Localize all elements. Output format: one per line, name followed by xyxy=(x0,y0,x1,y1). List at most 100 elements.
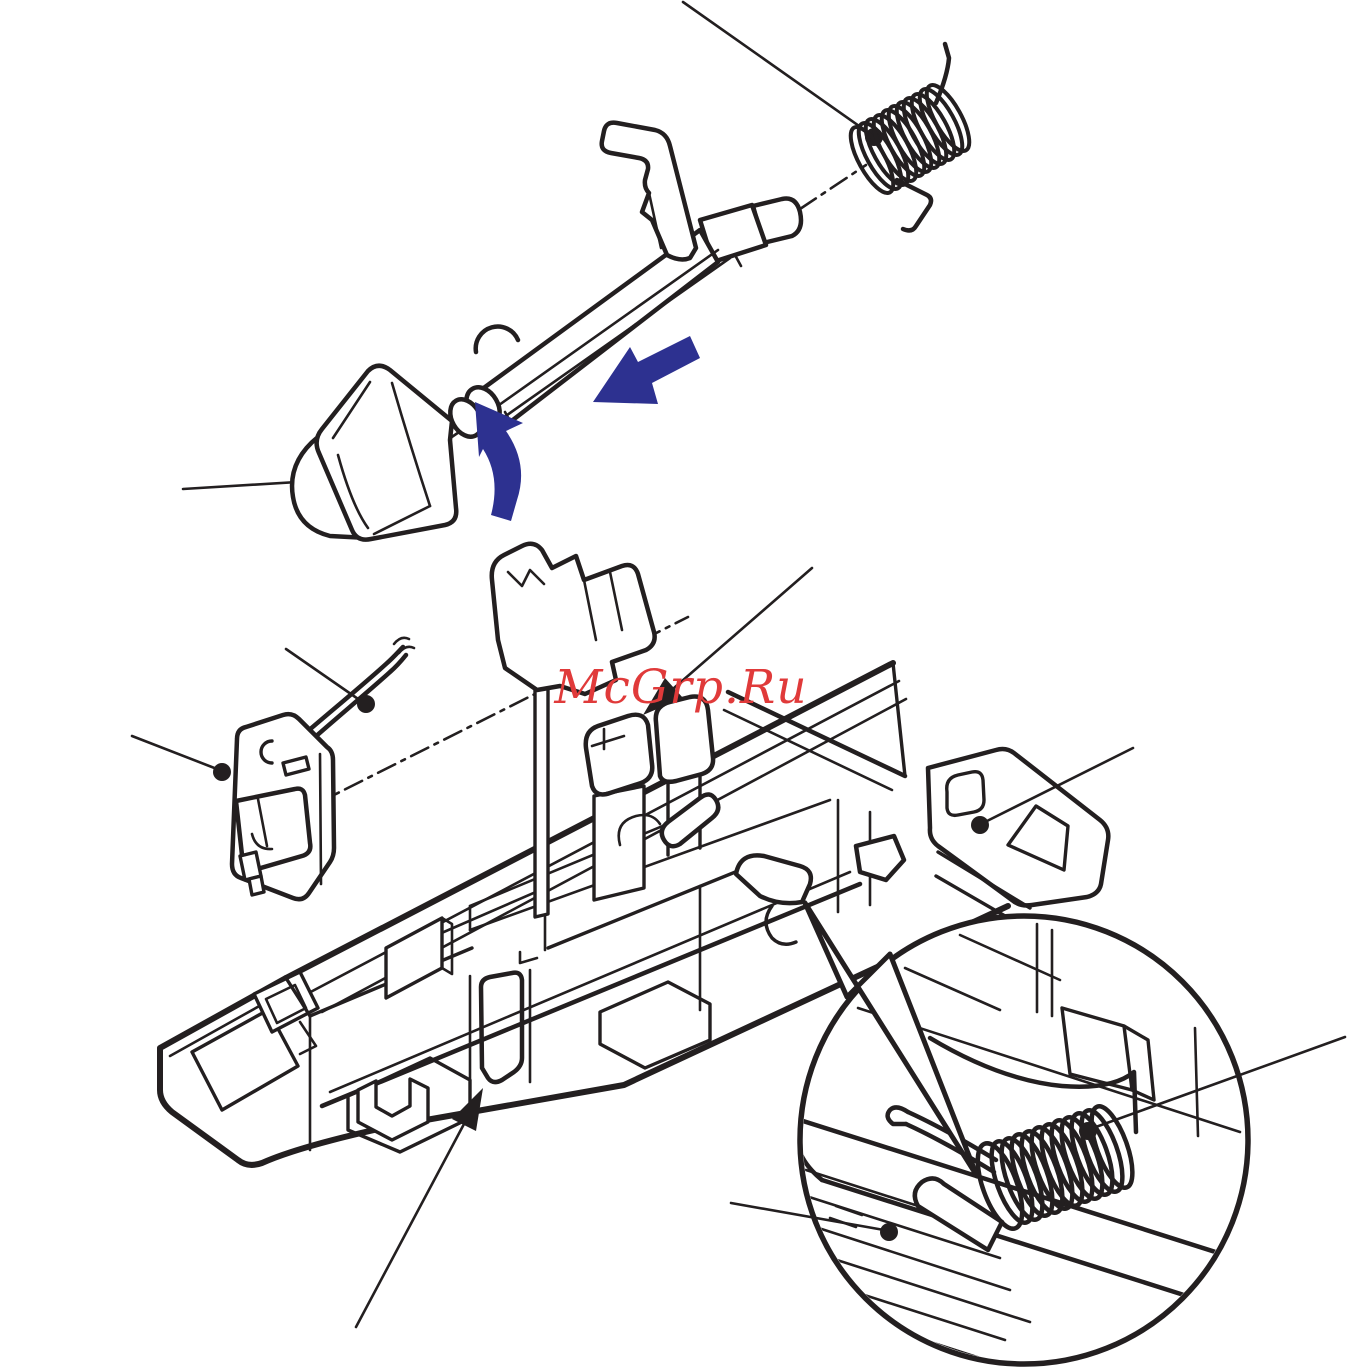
right-wall-ledge xyxy=(722,708,894,792)
shaft-end-stub xyxy=(750,196,804,246)
leader-line-sensor xyxy=(130,734,219,771)
sensor-unit-with-wire xyxy=(130,636,416,902)
shaft-spline-tick-1 xyxy=(733,253,743,268)
knob-inner-ridge-2 xyxy=(331,380,372,440)
spring-hook-top xyxy=(933,41,952,106)
deck-front-edge-2 xyxy=(328,870,852,1094)
rotate-direction-arrow xyxy=(475,402,523,521)
sensor-wire-2 xyxy=(303,652,409,748)
bracket-base-2 xyxy=(934,874,1014,922)
connector-inner-arc xyxy=(250,832,274,851)
hatch-tick-1 xyxy=(834,1204,864,1217)
shaft-spline-line-1 xyxy=(498,256,732,422)
spring-hook-bottom xyxy=(894,177,934,233)
shaft-collar-bump xyxy=(473,324,521,355)
detail-block-side xyxy=(1122,1024,1156,1102)
detail-hook-wall xyxy=(927,1035,1139,1135)
leader-dot-sensor xyxy=(213,763,231,781)
connector-inner-line xyxy=(256,797,269,848)
shaft-lever-arm xyxy=(599,120,699,262)
shaft-spline-line-2 xyxy=(490,248,720,412)
deck-tab-side xyxy=(440,916,454,976)
square-clip-tab xyxy=(298,1020,318,1056)
detail-frame-d3 xyxy=(958,933,1062,982)
knob-inner-ridge-3 xyxy=(336,453,370,530)
deck-line-2 xyxy=(428,886,547,940)
u-clip xyxy=(356,1077,430,1142)
leader-line-detail-guide xyxy=(729,1201,886,1232)
front-top-left xyxy=(284,976,312,1018)
red-cap-ridge-1 xyxy=(590,734,626,748)
capsule-pin xyxy=(659,792,721,849)
connector-pin-2 xyxy=(247,874,266,897)
beak-shape xyxy=(733,853,814,906)
sensor-wire xyxy=(298,644,406,740)
red-rubber-pad-group xyxy=(354,950,539,1329)
leader-dot-detail-spring xyxy=(1079,1122,1097,1140)
guide-surface-bottom xyxy=(819,1177,1245,1319)
guide-surface-cap xyxy=(803,1117,825,1183)
centerline-spring-axis xyxy=(798,163,868,211)
pad-notch xyxy=(518,950,539,965)
red-rubber-pad xyxy=(478,970,525,1085)
chassis-frame xyxy=(157,660,1011,1168)
detail-shaft xyxy=(912,1176,1005,1253)
lift-bracket-slot-1 xyxy=(582,578,598,642)
wire-break-tilde xyxy=(392,636,416,655)
right-guide-bracket xyxy=(925,746,1135,922)
chassis-outline xyxy=(157,903,1011,1168)
beak-block xyxy=(853,833,907,883)
lift-bracket-slot-2 xyxy=(608,570,624,632)
bracket-ear xyxy=(945,769,986,818)
leader-dot-detail-guide xyxy=(880,1223,898,1241)
leader-dot-wire xyxy=(357,695,375,713)
pad-arrowhead xyxy=(452,1088,483,1131)
chassis-back-rail xyxy=(283,660,896,981)
red-holder-cap xyxy=(583,712,655,797)
direction-arrows xyxy=(475,336,700,521)
lever-arm-inner-line xyxy=(647,191,663,250)
detail-view xyxy=(729,900,1347,1367)
cap-leader-line xyxy=(672,566,814,690)
hatch-3 xyxy=(810,1250,1032,1324)
chassis-back-corner xyxy=(891,661,907,778)
leader-line-detail-spring xyxy=(1091,1035,1347,1130)
cap-arrowhead xyxy=(643,678,683,715)
detail-spring-arm-2 xyxy=(903,1121,997,1175)
left-cap-window xyxy=(190,1008,300,1112)
scoop-arc xyxy=(617,813,662,847)
callout-leaders-top xyxy=(181,0,883,491)
detail-frame-d2 xyxy=(903,966,1002,1012)
detail-pointer-wedge xyxy=(802,900,980,1179)
leader-line-spring xyxy=(681,0,871,135)
sensor-hole-slot xyxy=(281,755,311,777)
lift-bracket-zigzag xyxy=(506,568,546,588)
pad-arrow-line xyxy=(354,1122,466,1329)
watermark-text: McGrp.Ru xyxy=(553,660,807,715)
deck-tab xyxy=(384,916,444,1000)
front-recess-2 xyxy=(598,980,712,1070)
lever-knob-cam xyxy=(289,363,484,542)
deck-front-edge xyxy=(319,881,863,1109)
detail-spring-hook xyxy=(885,1105,911,1127)
knob-inner-ridge-1 xyxy=(390,381,432,508)
deck-line-3 xyxy=(468,798,832,932)
insert-direction-arrow xyxy=(593,336,700,404)
front-notch-arc xyxy=(764,904,798,946)
bracket-base-1 xyxy=(936,850,1032,910)
cap-callout xyxy=(643,566,814,715)
bracket-window xyxy=(1006,804,1070,872)
right-wall-top xyxy=(725,689,908,779)
sensor-hole-round xyxy=(259,739,274,765)
hatch-2 xyxy=(803,1220,1012,1292)
knob-inner-ridge-4 xyxy=(372,504,432,536)
leader-dot-bracket xyxy=(971,816,989,834)
leader-line-bracket xyxy=(983,746,1135,824)
detail-spring-coils xyxy=(975,1104,1135,1231)
sensor-plate-edge xyxy=(318,752,323,886)
tension-spring-top xyxy=(848,41,972,233)
leader-line-wire xyxy=(284,647,363,703)
front-top-edge-r xyxy=(546,860,762,950)
